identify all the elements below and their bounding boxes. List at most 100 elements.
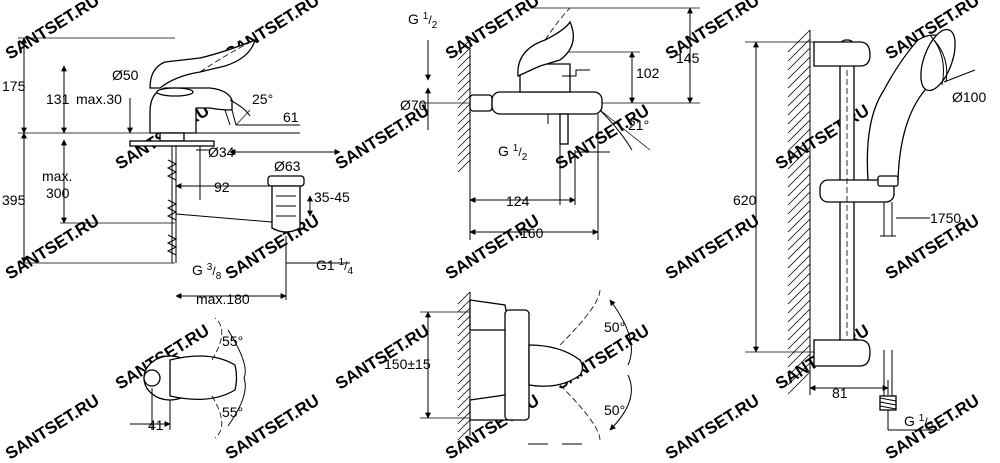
hatch-line <box>457 363 471 377</box>
height-395: 395 <box>2 192 26 208</box>
hatch-line <box>787 56 811 80</box>
hatch-line <box>457 103 471 117</box>
hatch-line <box>787 128 811 152</box>
angle-55-top: 55° <box>222 333 243 349</box>
hatch-line <box>787 308 811 332</box>
max-30: max.30 <box>76 91 122 107</box>
watermark-text: SANTSET.RU <box>2 0 103 63</box>
basin-mixer-labels: 175 131 max.30 Ø50 25° 61 Ø34 Ø63 max. 3… <box>2 67 353 433</box>
hatch-line <box>787 74 811 98</box>
hatch-line <box>787 290 811 314</box>
hatch-line <box>457 47 471 61</box>
hatch-line <box>787 326 811 350</box>
hatch-line <box>787 29 811 53</box>
thread-g12-shower: G 1/2 <box>904 413 934 433</box>
wall-hatch-top <box>457 39 471 173</box>
thread-g38-g: G <box>192 262 203 278</box>
range-35-45: 35-45 <box>314 189 350 205</box>
hatch-line <box>457 347 471 361</box>
angle-50-top: 50° <box>604 319 625 335</box>
width-160: 160 <box>520 225 544 241</box>
hatch-line <box>787 317 811 341</box>
thread-g12b-num: 1 <box>513 143 519 154</box>
diameter-50: Ø50 <box>112 67 139 83</box>
hatch-line <box>457 119 471 133</box>
hatch-line <box>787 281 811 305</box>
hatch-line <box>787 119 811 143</box>
hatch-line <box>787 218 811 242</box>
watermark-text: SANTSET.RU <box>2 211 103 284</box>
width-61: 61 <box>283 109 299 125</box>
hatch-line <box>457 323 471 337</box>
thread-g114-num: 1 <box>339 257 345 268</box>
max-300-value: 300 <box>46 185 70 201</box>
thread-g12-g: G <box>408 11 419 27</box>
hatch-line <box>457 135 471 149</box>
hatch-line <box>787 146 811 170</box>
thread-g114: G1 1/4 <box>316 257 353 277</box>
hatch-line <box>457 299 471 313</box>
thread-g38-num: 3 <box>207 262 213 273</box>
width-124: 124 <box>506 193 530 209</box>
hatch-line <box>787 137 811 161</box>
thread-g114-den: 4 <box>347 266 353 277</box>
thread-g38: G 3/8 <box>192 262 222 282</box>
hatch-line <box>457 307 471 321</box>
basin-mixer-drawing <box>18 37 350 439</box>
hatch-line <box>457 55 471 69</box>
height-102: 102 <box>636 65 660 81</box>
hatch-line <box>457 127 471 141</box>
angle-21: 21° <box>628 117 649 133</box>
hatch-line <box>457 95 471 109</box>
hatch-line <box>457 315 471 329</box>
angle-50-bottom: 50° <box>604 402 625 418</box>
width-41: 41 <box>148 417 164 433</box>
hatch-line <box>787 155 811 179</box>
width-92: 92 <box>214 179 230 195</box>
hatch-line <box>457 143 471 157</box>
hatch-line <box>457 331 471 345</box>
diameter-100: Ø100 <box>952 89 986 105</box>
watermark-text: SANTSET.RU <box>662 391 763 463</box>
hatch-line <box>787 38 811 62</box>
angle-25: 25° <box>252 91 273 107</box>
hatch-line <box>457 159 471 173</box>
hatch-line <box>787 344 811 368</box>
hatch-line <box>787 209 811 233</box>
thread-g12s-den: 2 <box>928 422 934 433</box>
thread-g12-den: 2 <box>432 20 438 31</box>
hatch-line <box>457 63 471 77</box>
hatch-line <box>457 291 471 305</box>
hatch-line <box>787 110 811 134</box>
hatch-line <box>787 371 811 395</box>
wall-hatch-shower <box>787 29 811 395</box>
hatch-line <box>457 403 471 417</box>
hatch-line <box>457 39 471 53</box>
hatch-line <box>787 182 811 206</box>
hatch-line <box>787 272 811 296</box>
hatch-line <box>787 227 811 251</box>
thread-g12b-g: G <box>498 143 509 159</box>
thread-g12-bottom: G 1/2 <box>498 143 528 163</box>
diameter-63: Ø63 <box>274 158 301 174</box>
hatch-line <box>457 79 471 93</box>
hatch-line <box>457 87 471 101</box>
hatch-line <box>787 173 811 197</box>
height-150-15: 150±15 <box>384 356 431 372</box>
diameter-34: Ø34 <box>208 144 235 160</box>
thread-g38-den: 8 <box>216 271 222 282</box>
max-300-label: max. <box>42 168 72 184</box>
hatch-line <box>787 335 811 359</box>
hatch-line <box>787 245 811 269</box>
shower-set-labels: Ø100 620 1750 81 G 1/2 <box>733 89 986 433</box>
thread-g12-top: G 1/2 <box>408 11 438 31</box>
thread-g12b-den: 2 <box>522 152 528 163</box>
hatch-line <box>457 419 471 433</box>
hatch-line <box>787 299 811 323</box>
hose-length-1750: 1750 <box>930 210 961 226</box>
hatch-line <box>457 371 471 385</box>
watermark-text: SANTSET.RU <box>2 391 103 463</box>
hatch-line <box>787 101 811 125</box>
hatch-line <box>787 83 811 107</box>
